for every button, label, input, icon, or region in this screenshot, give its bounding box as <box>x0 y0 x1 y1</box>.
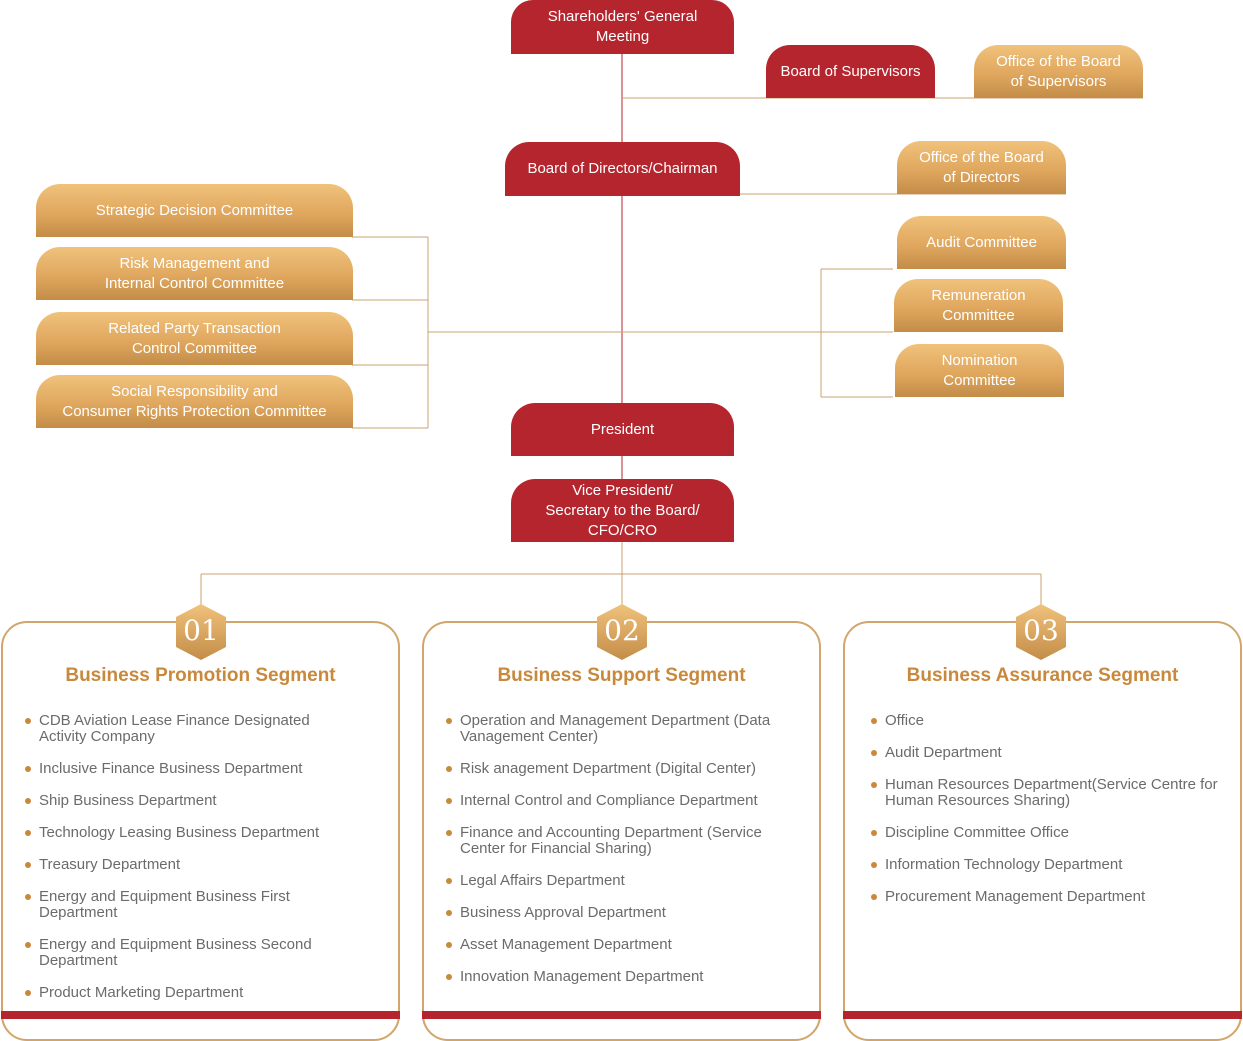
committee-remuneration: Remuneration Committee <box>894 279 1063 332</box>
list-item: Finance and Accounting Department (Servi… <box>444 825 807 857</box>
president-label: President <box>590 420 655 438</box>
committee-label: Risk Management and Internal Control Com… <box>104 254 285 292</box>
segment-number-badge: 01 <box>174 603 228 661</box>
hexagon-badge-icon <box>1016 604 1066 660</box>
board-of-supervisors-node: Board of Supervisors <box>766 45 935 98</box>
office-board-supervisors-node: Office of the Board of Supervisors <box>974 45 1143 98</box>
list-item: Energy and Equipment Business Second Dep… <box>23 937 386 969</box>
list-item: Business Approval Department <box>444 905 807 921</box>
list-item: Procurement Management Department <box>869 889 1228 905</box>
list-item: CDB Aviation Lease Finance Designated Ac… <box>23 713 386 745</box>
committee-audit: Audit Committee <box>897 216 1066 269</box>
segment-bottom-bar <box>422 1011 821 1019</box>
list-item: Office <box>869 713 1228 729</box>
shareholders-label: Shareholders' General Meeting <box>547 8 698 45</box>
segment-bottom-bar <box>843 1011 1242 1019</box>
list-item: Information Technology Department <box>869 857 1228 873</box>
president-node: President <box>511 403 734 456</box>
hexagon-badge-icon <box>597 604 647 660</box>
committee-risk-management: Risk Management and Internal Control Com… <box>36 247 353 300</box>
list-item: Asset Management Department <box>444 937 807 953</box>
hexagon-badge-icon <box>176 604 226 660</box>
office-board-directors-label: Office of the Board of Directors <box>919 148 1044 186</box>
committee-label: Strategic Decision Committee <box>95 201 294 219</box>
vice-president-label: Vice President/ Secretary to the Board/ … <box>545 481 700 539</box>
segment-title: Business Promotion Segment <box>65 665 336 686</box>
office-board-directors-node: Office of the Board of Directors <box>897 141 1066 194</box>
list-item: Internal Control and Compliance Departme… <box>444 793 807 809</box>
list-item: Inclusive Finance Business Department <box>23 761 386 777</box>
segment-list: Operation and Management Department (Dat… <box>444 713 807 1001</box>
committee-related-party: Related Party Transaction Control Commit… <box>36 312 353 365</box>
segment-title: Business Support Segment <box>497 665 746 686</box>
committee-label: Related Party Transaction Control Commit… <box>108 319 281 357</box>
list-item: Treasury Department <box>23 857 386 873</box>
segment-number: 01 <box>183 614 219 647</box>
board-supervisors-label: Board of Supervisors <box>780 62 921 80</box>
list-item: Legal Affairs Department <box>444 873 807 889</box>
list-item: Discipline Committee Office <box>869 825 1228 841</box>
segment-list: Office Audit Department Human Resources … <box>869 713 1228 921</box>
segment-title: Business Assurance Segment <box>906 665 1179 686</box>
list-item: Audit Department <box>869 745 1228 761</box>
list-item: Technology Leasing Business Department <box>23 825 386 841</box>
committee-nomination: Nomination Committee <box>895 344 1064 397</box>
office-board-supervisors-label: Office of the Board of Supervisors <box>996 52 1121 90</box>
segment-number: 03 <box>1023 614 1059 647</box>
vice-president-node: Vice President/ Secretary to the Board/ … <box>511 479 734 542</box>
list-item: Human Resources Department(Service Centr… <box>869 777 1228 809</box>
segment-list: CDB Aviation Lease Finance Designated Ac… <box>23 713 386 1017</box>
board-directors-label: Board of Directors/Chairman <box>527 160 718 177</box>
segment-number-badge: 03 <box>1014 603 1068 661</box>
segment-business-assurance: Business Assurance Segment Office Audit … <box>843 621 1242 1041</box>
segment-number-badge: 02 <box>595 603 649 661</box>
board-of-directors-node: Board of Directors/Chairman <box>505 142 740 196</box>
committee-label: Nomination Committee <box>941 351 1018 389</box>
shareholders-general-meeting-node: Shareholders' General Meeting <box>511 0 734 54</box>
segment-business-support: Business Support Segment Operation and M… <box>422 621 821 1041</box>
list-item: Energy and Equipment Business First Depa… <box>23 889 386 921</box>
committee-label: Social Responsibility and Consumer Right… <box>62 382 327 420</box>
committee-strategic-decision: Strategic Decision Committee <box>36 184 353 237</box>
committee-label: Remuneration Committee <box>931 286 1026 324</box>
segment-business-promotion: Business Promotion Segment CDB Aviation … <box>1 621 400 1041</box>
list-item: Risk anagement Department (Digital Cente… <box>444 761 807 777</box>
segment-bottom-bar <box>1 1011 400 1019</box>
list-item: Ship Business Department <box>23 793 386 809</box>
segment-number: 02 <box>604 614 640 647</box>
list-item: Product Marketing Department <box>23 985 386 1001</box>
list-item: Operation and Management Department (Dat… <box>444 713 807 745</box>
list-item: Innovation Management Department <box>444 969 807 985</box>
committee-label: Audit Committee <box>926 233 1037 251</box>
committee-social-responsibility: Social Responsibility and Consumer Right… <box>36 375 353 428</box>
